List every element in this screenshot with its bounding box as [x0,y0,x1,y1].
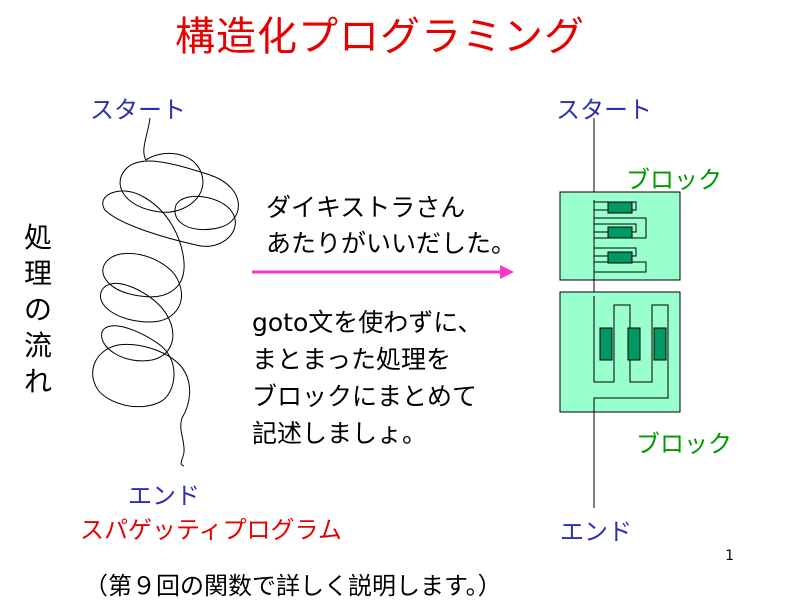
block-bottom-step [627,327,641,361]
explanation-text: goto文を使わずに、 まとまった処理を ブロックにまとめて 記述しましょ。 [252,304,483,452]
right-end-label: エンド [560,518,632,546]
page-title: 構造化プログラミング [175,14,585,60]
block-top-loops [593,200,647,273]
vertical-char: 処 [23,221,52,254]
vertical-char: 理 [23,257,52,290]
block-bottom-step [653,327,667,361]
process-flow-vertical-label: 処 理 の 流 れ [18,220,58,400]
credit-text: ダイキストラさん あたりがいいだした。 [266,190,516,262]
footer-note: （第９回の関数で詳しく説明します。） [84,572,502,600]
spaghetti-line [92,117,239,467]
explanation-line: goto文を使わずに、 [252,308,483,337]
spaghetti-label: スパゲッティプログラム [80,516,342,544]
left-end-label: エンド [128,482,200,510]
vertical-char: 流 [23,329,52,362]
flow-arrow [252,265,514,279]
right-start-label: スタート [556,96,652,124]
block-top-step [607,226,633,239]
explanation-line: まとまった処理を [252,345,452,374]
block-bottom-step [599,327,613,361]
block-bottom-loop [593,296,669,412]
block-top-step [607,201,633,214]
block-top-step [607,251,633,264]
credit-line: あたりがいいだした。 [266,229,517,258]
explanation-line: 記述しましょ。 [252,419,428,448]
page-number: 1 [725,548,734,564]
vertical-char: の [23,293,52,326]
explanation-line: ブロックにまとめて [252,382,478,411]
left-start-label: スタート [90,96,186,124]
credit-line: ダイキストラさん [266,193,466,222]
block-label-top: ブロック [626,166,722,194]
block-label-bottom: ブロック [636,430,732,458]
vertical-char: れ [23,365,52,398]
